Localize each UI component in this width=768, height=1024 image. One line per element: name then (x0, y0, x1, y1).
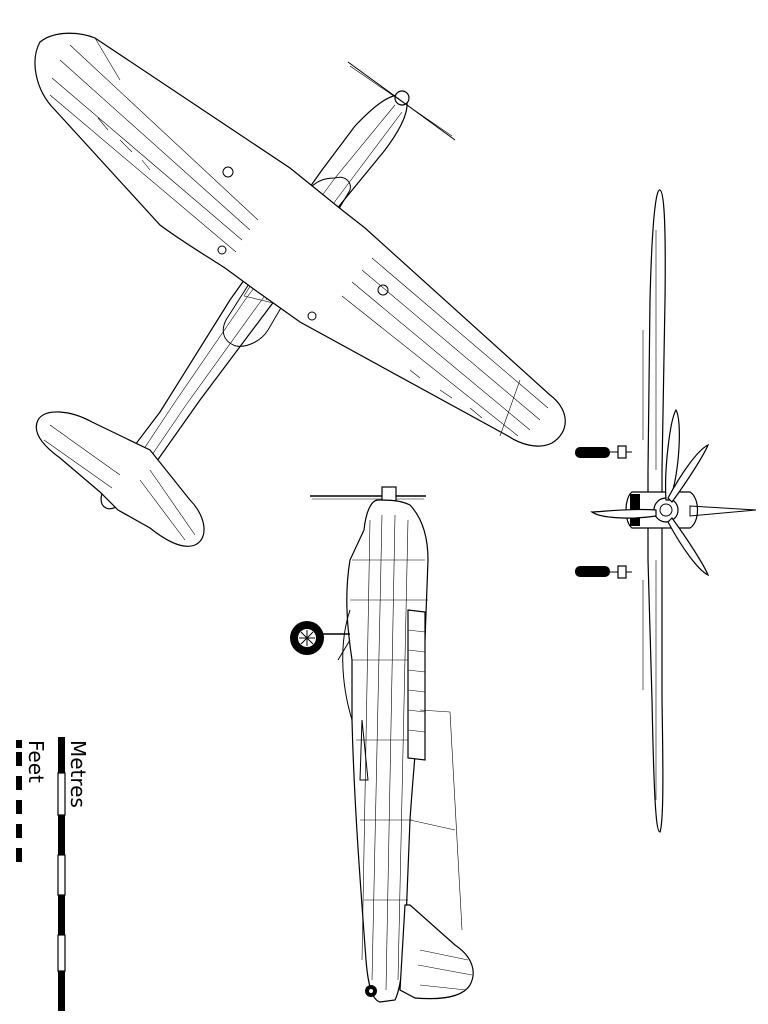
side-spinner (381, 486, 397, 502)
metres-label: Metres (66, 740, 90, 808)
front-view (575, 189, 757, 833)
top-spinner (394, 90, 410, 106)
side-fuselage-lines (350, 514, 428, 991)
side-tail-fin (399, 904, 474, 1000)
top-canopy (222, 176, 351, 347)
metres-scale-bar (57, 737, 66, 1011)
top-main-wing (34, 32, 566, 447)
front-landing-gear-right (575, 565, 632, 579)
front-prop-blade-up (665, 408, 680, 501)
top-tailplane-lines (43, 424, 196, 541)
side-main-wheel (290, 621, 351, 661)
top-view (34, 32, 566, 547)
front-prop-blade-downright (667, 517, 710, 577)
side-canopy (407, 609, 426, 761)
front-wing-lines (642, 230, 657, 800)
feet-label: Feet (24, 740, 48, 783)
top-wing-details (97, 117, 483, 419)
top-wing-panel-lines (49, 37, 549, 437)
side-wing-root (342, 609, 353, 721)
front-spinner (653, 497, 679, 523)
top-tailplane (35, 411, 205, 547)
front-landing-gear-left (575, 445, 632, 459)
front-prop-blade-left (590, 508, 657, 519)
side-view (290, 486, 474, 1003)
front-prop-blade-upright (667, 443, 710, 503)
feet-scale-bar (16, 740, 22, 862)
front-tailplane (689, 505, 757, 517)
